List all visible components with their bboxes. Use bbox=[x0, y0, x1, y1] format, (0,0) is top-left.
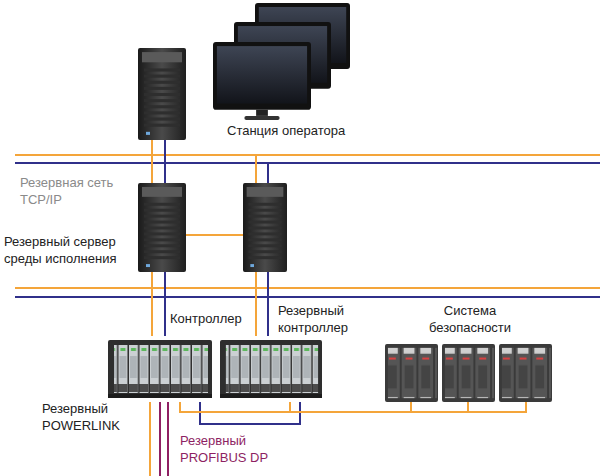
controller-rack bbox=[220, 340, 322, 398]
controller-rack bbox=[108, 340, 212, 398]
network-label: Резервная сеть TCP/IP bbox=[20, 174, 140, 208]
wire-line bbox=[164, 140, 166, 183]
device-label: Контроллер bbox=[170, 310, 242, 327]
wire-line bbox=[151, 272, 153, 336]
server-tower bbox=[243, 183, 287, 272]
safety-unit bbox=[442, 344, 495, 402]
server-tower bbox=[138, 48, 186, 140]
device-node: Контроллер bbox=[108, 336, 246, 402]
device-label: Резервный сервер среды исполнения bbox=[4, 233, 132, 267]
network-label: Резервный PROFIBUS DP bbox=[180, 432, 280, 466]
device-node: Станция оператора bbox=[135, 4, 360, 140]
wire-line bbox=[290, 402, 526, 412]
wire-line bbox=[151, 140, 153, 183]
network-bus bbox=[15, 155, 600, 297]
network-link bbox=[180, 402, 411, 412]
label-holder: Резервная сеть TCP/IP bbox=[20, 174, 140, 208]
label-holder: Резервный PROFIBUS DP bbox=[180, 432, 280, 466]
device-label: Станция оператора bbox=[227, 122, 345, 139]
wire-line bbox=[164, 272, 166, 336]
safety-unit bbox=[385, 344, 438, 402]
network-link bbox=[290, 402, 526, 412]
device-label: Система безопасности bbox=[420, 302, 520, 336]
server-wires bbox=[256, 155, 268, 336]
device-label: Резервный контроллер bbox=[278, 302, 368, 336]
server-tower bbox=[138, 183, 186, 272]
network-label: Резервный POWERLINK bbox=[42, 400, 137, 434]
device-node: Резервный сервер среды исполнения bbox=[138, 183, 186, 272]
network-link bbox=[152, 140, 165, 183]
device-node: Резервный контроллер bbox=[220, 336, 372, 402]
sync-link bbox=[186, 234, 243, 236]
field-wires bbox=[150, 402, 468, 476]
monitor bbox=[213, 42, 311, 120]
label-holder: Резервный POWERLINK bbox=[42, 400, 137, 434]
device-node: Система безопасности bbox=[383, 342, 557, 402]
safety-unit bbox=[499, 344, 552, 402]
network-link bbox=[152, 272, 165, 336]
wire-line bbox=[180, 402, 411, 412]
